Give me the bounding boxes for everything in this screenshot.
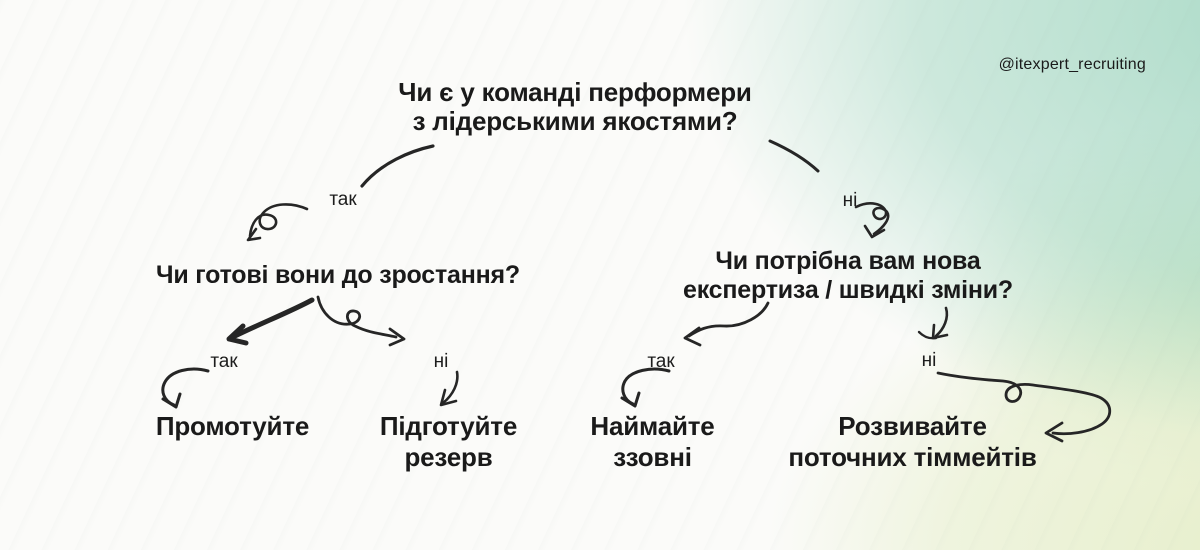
right-no-label: ні: [921, 350, 937, 371]
left-no-label: ні: [433, 351, 449, 372]
instagram-handle-watermark: @itexpert_recruiting: [998, 56, 1146, 73]
right-yes-label: так: [647, 351, 675, 372]
arrow-root-to-right: [768, 139, 820, 173]
arrow-yes-to-promote: [161, 367, 210, 409]
answer-prepare-reserve: Підготуйте резерв: [379, 411, 518, 472]
answer-promote: Промотуйте: [155, 411, 310, 441]
root-question: Чи є у команді перформери з лідерськими …: [398, 77, 752, 136]
arrow-leftq-to-yes: [226, 297, 315, 346]
arrow-leftq-to-no: [316, 295, 406, 347]
arrow-no-to-reserve: [439, 370, 459, 407]
left-branch-label-yes: так: [329, 189, 357, 210]
arrow-rightq-to-yes: [683, 301, 770, 347]
right-question-expertise: Чи потрібна вам нова експертиза / швидкі…: [682, 247, 1014, 304]
right-branch-label-no: ні: [842, 190, 858, 211]
arrow-left-branch-curl: [246, 203, 309, 242]
arrow-root-to-left: [360, 144, 435, 188]
arrow-yes-to-hire: [620, 367, 671, 408]
left-question-growth: Чи готові вони до зростання?: [155, 261, 521, 289]
left-yes-label: так: [210, 351, 238, 372]
answer-hire-externally: Наймайте ззовні: [590, 411, 715, 472]
answer-develop-teammates: Розвивайте поточних тіммейтів: [788, 411, 1037, 472]
arrow-rightq-to-no: [917, 306, 949, 340]
